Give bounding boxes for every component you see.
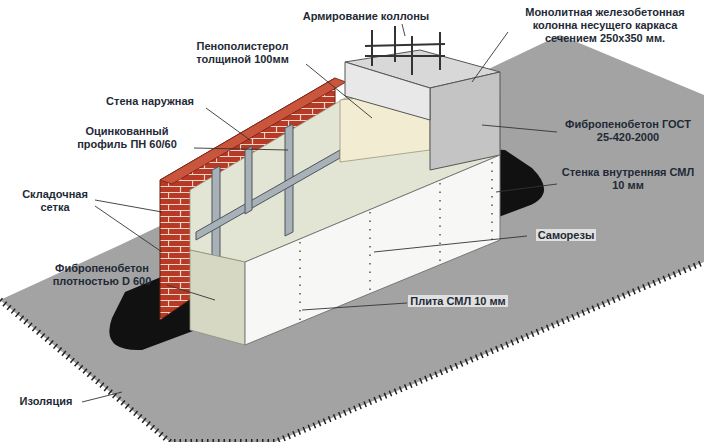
gypsum-board bbox=[245, 155, 500, 345]
leader-lines bbox=[82, 24, 557, 402]
label-text: Саморезы bbox=[536, 229, 597, 241]
label-text: Складочная сетка bbox=[22, 188, 88, 213]
callout-label: Фибропенобетон плотностью D 600 bbox=[38, 262, 166, 288]
label-text: Фибропенобетон плотностью D 600 bbox=[53, 262, 152, 287]
callout-label: Плита СМЛ 10 мм bbox=[408, 295, 508, 308]
column-front bbox=[430, 72, 500, 170]
ground-slab bbox=[0, 35, 704, 442]
callout-label: Саморезы bbox=[530, 229, 602, 242]
callout-label: Пенополистерол толщиной 100мм bbox=[180, 40, 305, 66]
label-text: Стенка внутренняя СМЛ 10 мм bbox=[562, 166, 695, 191]
callout-label: Оцинкованный профиль ПН 60/60 bbox=[60, 125, 194, 151]
label-text: Изоляция bbox=[20, 395, 73, 407]
label-text: Плита СМЛ 10 мм bbox=[408, 295, 508, 307]
column-rebar bbox=[365, 26, 445, 75]
callout-label: Изоляция bbox=[10, 395, 82, 408]
label-text: Пенополистерол толщиной 100мм bbox=[196, 40, 289, 65]
callout-label: Стена наружная bbox=[94, 95, 206, 108]
callout-label: Армирование коллоны bbox=[296, 10, 436, 23]
callout-label: Монолитная железобетонная колонна несуще… bbox=[510, 6, 700, 45]
label-text: Фибропенобетон ГОСТ 25-420-2000 bbox=[565, 118, 691, 143]
label-text: Стена наружная bbox=[106, 95, 194, 107]
label-text: Монолитная железобетонная колонна несуще… bbox=[525, 6, 685, 44]
label-text: Армирование коллоны bbox=[303, 10, 430, 22]
callout-label: Фибропенобетон ГОСТ 25-420-2000 bbox=[558, 118, 698, 144]
column-side bbox=[345, 62, 430, 120]
foam-concrete-end bbox=[190, 250, 245, 345]
label-text: Оцинкованный профиль ПН 60/60 bbox=[77, 125, 177, 150]
callout-label: Стенка внутренняя СМЛ 10 мм bbox=[558, 166, 698, 192]
callout-label: Складочная сетка bbox=[16, 188, 94, 214]
